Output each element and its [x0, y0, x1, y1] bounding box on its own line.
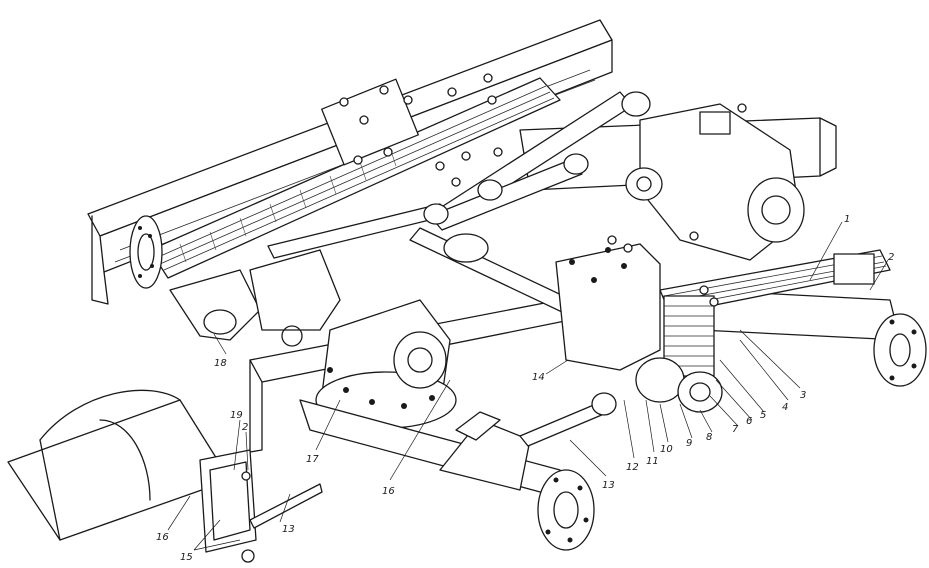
- callout-12: 12: [626, 462, 639, 473]
- callout-16: 16: [382, 486, 395, 497]
- torque-rods: [267, 91, 651, 259]
- front-spring-saddle: [439, 411, 531, 491]
- callout-13: 13: [602, 480, 615, 491]
- callout-17: 17: [306, 454, 319, 465]
- callout-18: 18: [214, 358, 227, 369]
- inset-callout-13: 13: [282, 524, 295, 535]
- inset-callout-16: 16: [156, 532, 169, 543]
- right-leaf-spring: [659, 249, 891, 377]
- callout-9: 9: [686, 438, 692, 449]
- rear-differential: [625, 103, 805, 261]
- leader-lines: [167, 221, 889, 551]
- bolts: [339, 73, 747, 307]
- callout-1: 1: [844, 214, 850, 225]
- callout-7: 7: [732, 424, 739, 435]
- front-axle-housing: [299, 399, 595, 551]
- callout-10: 10: [660, 444, 673, 455]
- callout-labels: 1 2 3 4 5 6 7 8 9 10 11 12 13 14 16 17 1…: [156, 214, 894, 563]
- callout-2: 2: [888, 252, 894, 263]
- left-spring-bracket: [169, 249, 341, 347]
- left-wheel-hub: [129, 215, 163, 289]
- rear-axle-housing: [699, 289, 927, 387]
- callout-8: 8: [706, 432, 712, 443]
- callout-6: 6: [746, 416, 752, 427]
- callout-14: 14: [532, 372, 545, 383]
- callout-4: 4: [782, 402, 788, 413]
- balancer-bracket: [555, 243, 661, 371]
- inset-callout-19: 19: [230, 410, 243, 421]
- callout-11: 11: [646, 456, 659, 467]
- trunnion-cap: [635, 357, 723, 413]
- callout-3: 3: [800, 390, 806, 401]
- callout-5: 5: [760, 410, 766, 421]
- inset-callout-15: 15: [180, 552, 193, 563]
- inset-callout-2: 2: [242, 422, 248, 433]
- lower-reaction-rod: [519, 392, 617, 447]
